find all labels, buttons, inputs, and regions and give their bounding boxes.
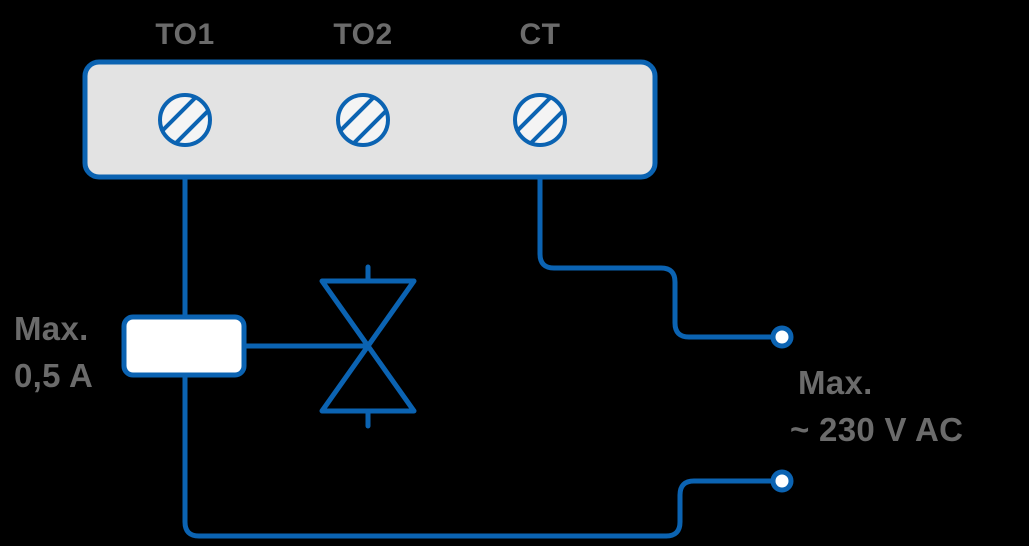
screw-terminal-group — [148, 83, 578, 158]
screw-head-circle — [336, 93, 390, 147]
terminal-label-to1: TO1 — [155, 18, 214, 51]
supply-voltage-label-line1: Max. — [798, 364, 873, 401]
fuse-body — [121, 314, 247, 378]
supply-voltage-label-line2: ~ 230 V AC — [790, 411, 963, 448]
fuse-rating-label-line1: Max. — [14, 310, 89, 347]
valve-actuator-symbol — [319, 264, 417, 429]
screw-terminal-to2[interactable] — [326, 83, 401, 158]
supply-terminal-dot-ac-live[interactable] — [770, 325, 794, 349]
terminal-label-group: TO1 TO2 CT — [155, 18, 560, 51]
wire-group — [182, 174, 785, 539]
supply-terminal-dot-ac-neutral[interactable] — [770, 469, 794, 493]
wire-fuse-to-bottom-rail — [182, 372, 669, 539]
terminal-block — [82, 59, 658, 180]
terminal-label-to2: TO2 — [333, 18, 392, 51]
screw-head-circle — [158, 93, 212, 147]
wire-ct-to-live-terminal — [537, 174, 785, 340]
screw-head-circle — [513, 93, 567, 147]
supply-terminal-dot-group — [770, 325, 794, 493]
screw-terminal-to1[interactable] — [148, 83, 223, 158]
valve-lower-triangle — [319, 343, 417, 414]
wire-bottom-to-neutral-terminal — [663, 478, 785, 539]
fuse-rating-label-line2: 0,5 A — [14, 357, 93, 394]
screw-terminal-ct[interactable] — [503, 83, 578, 158]
terminal-label-ct: CT — [520, 18, 561, 51]
screw-slot — [339, 96, 387, 144]
valve-upper-triangle — [319, 278, 417, 349]
screw-slot — [516, 96, 564, 144]
screw-slot — [161, 96, 209, 144]
